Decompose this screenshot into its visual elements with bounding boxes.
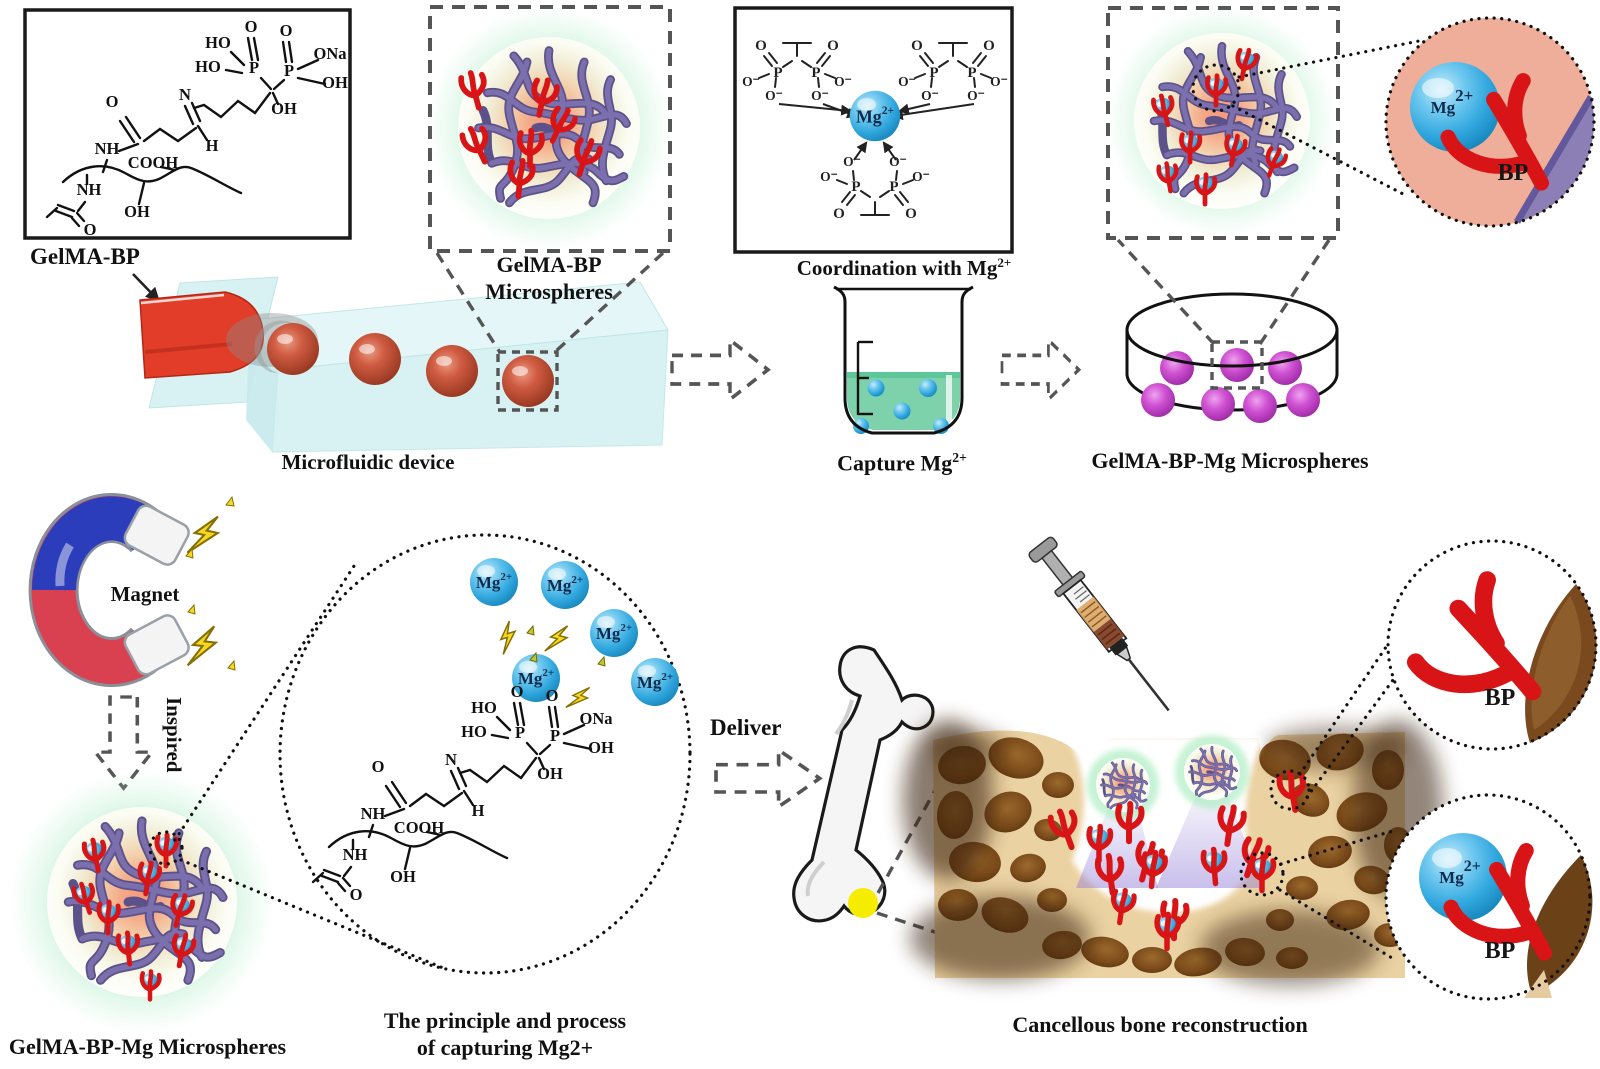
mg-microspheres [1141, 348, 1320, 423]
injected-microsphere-1 [1087, 749, 1159, 821]
gelma-bp-pointer-arrow [132, 273, 160, 303]
gelma-bp-structure-box [23, 8, 352, 303]
microfluidic-device [139, 251, 669, 453]
mg-bp-zoom-circle-bottom: Mg2+ BP [1384, 793, 1593, 1001]
coordination-box [733, 6, 1014, 254]
capture-principle-circle [278, 533, 692, 975]
deliver-label: Deliver [710, 715, 782, 740]
defect-site-marker [848, 888, 878, 918]
zoom-funnel-right [554, 251, 665, 353]
zoom-source-bp [1269, 769, 1311, 811]
zoom-source-mg-bp [1239, 851, 1285, 897]
attraction-bolts [493, 619, 606, 715]
cancellous-bone-label: Cancellous bone reconstruction [1012, 1012, 1308, 1037]
capture-mg-label: Capture Mg2+ [837, 450, 967, 476]
zoom-source-circle [148, 830, 184, 866]
sphere-zoom-square [1210, 340, 1264, 390]
svg-text:BP: BP [1485, 685, 1516, 711]
petri-dish [1116, 238, 1339, 423]
release-beam-2 [1156, 793, 1263, 888]
bp-zoom-circle: BP [1386, 539, 1598, 751]
gelma-bp-mg-box [1106, 6, 1426, 240]
magnet [28, 493, 236, 687]
coordination-label: Coordination with Mg2+ [796, 255, 1012, 280]
free-mg-ions [470, 558, 679, 706]
red-inlet [139, 291, 264, 379]
gelma-bp-label: GelMA-BP [30, 244, 140, 269]
svg-text:BP: BP [1485, 938, 1516, 964]
femur-bone [792, 645, 1021, 962]
cancellous-bone [903, 558, 1447, 986]
lightning-bolts [185, 495, 236, 671]
process-arrow-1 [670, 338, 770, 402]
gelma-bp-microspheres-box [427, 5, 672, 253]
gelma-bp-mg-microsphere-large [10, 561, 450, 1034]
gelma-bp-mg-microspheres-bottom-label: GelMA-BP-Mg Microspheres [8, 1034, 287, 1059]
droplet-spheres [254, 320, 554, 407]
zoom-funnel-left [435, 252, 501, 352]
inspired-label: Inspired [162, 697, 186, 773]
droplet-zoom-square [496, 350, 559, 412]
mg-ion-center [849, 90, 901, 142]
injected-microsphere-2 [1175, 735, 1249, 809]
svg-text:Mg2+: Mg2+ [1439, 858, 1481, 887]
microfluidic-device-label: Microfluidic device [281, 450, 455, 474]
deliver-arrow [714, 748, 822, 809]
graduation-marks [856, 340, 873, 416]
process-arrow-2 [1000, 338, 1081, 402]
zoom-source-circle [1191, 63, 1241, 113]
beaker [833, 285, 974, 435]
mg-bp-zoom-circle-top: Mg2+ BP [1384, 16, 1596, 228]
syringe [1028, 536, 1170, 712]
gelma-bp-mg-microspheres-label: GelMA-BP-Mg Microspheres [1091, 448, 1369, 473]
magnet-label: Magnet [110, 582, 180, 606]
svg-text:Mg2+: Mg2+ [1431, 86, 1474, 117]
svg-text:BP: BP [1498, 160, 1529, 186]
